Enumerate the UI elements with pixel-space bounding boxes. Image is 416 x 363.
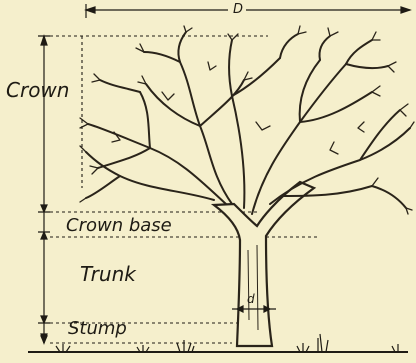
dashed-guides [50,36,318,343]
trunk [214,182,314,346]
stump-label: Stump [68,320,127,338]
crown-base-label: Crown base [66,217,172,235]
twigs [80,26,414,214]
trunk-label: Trunk [80,264,136,284]
crown-label: Crown [6,80,69,100]
trunk-diameter-label: d [247,293,255,305]
main-limbs [86,32,410,214]
crown-diameter-label: D [233,3,243,16]
crown-diameter-arrow [86,4,410,18]
